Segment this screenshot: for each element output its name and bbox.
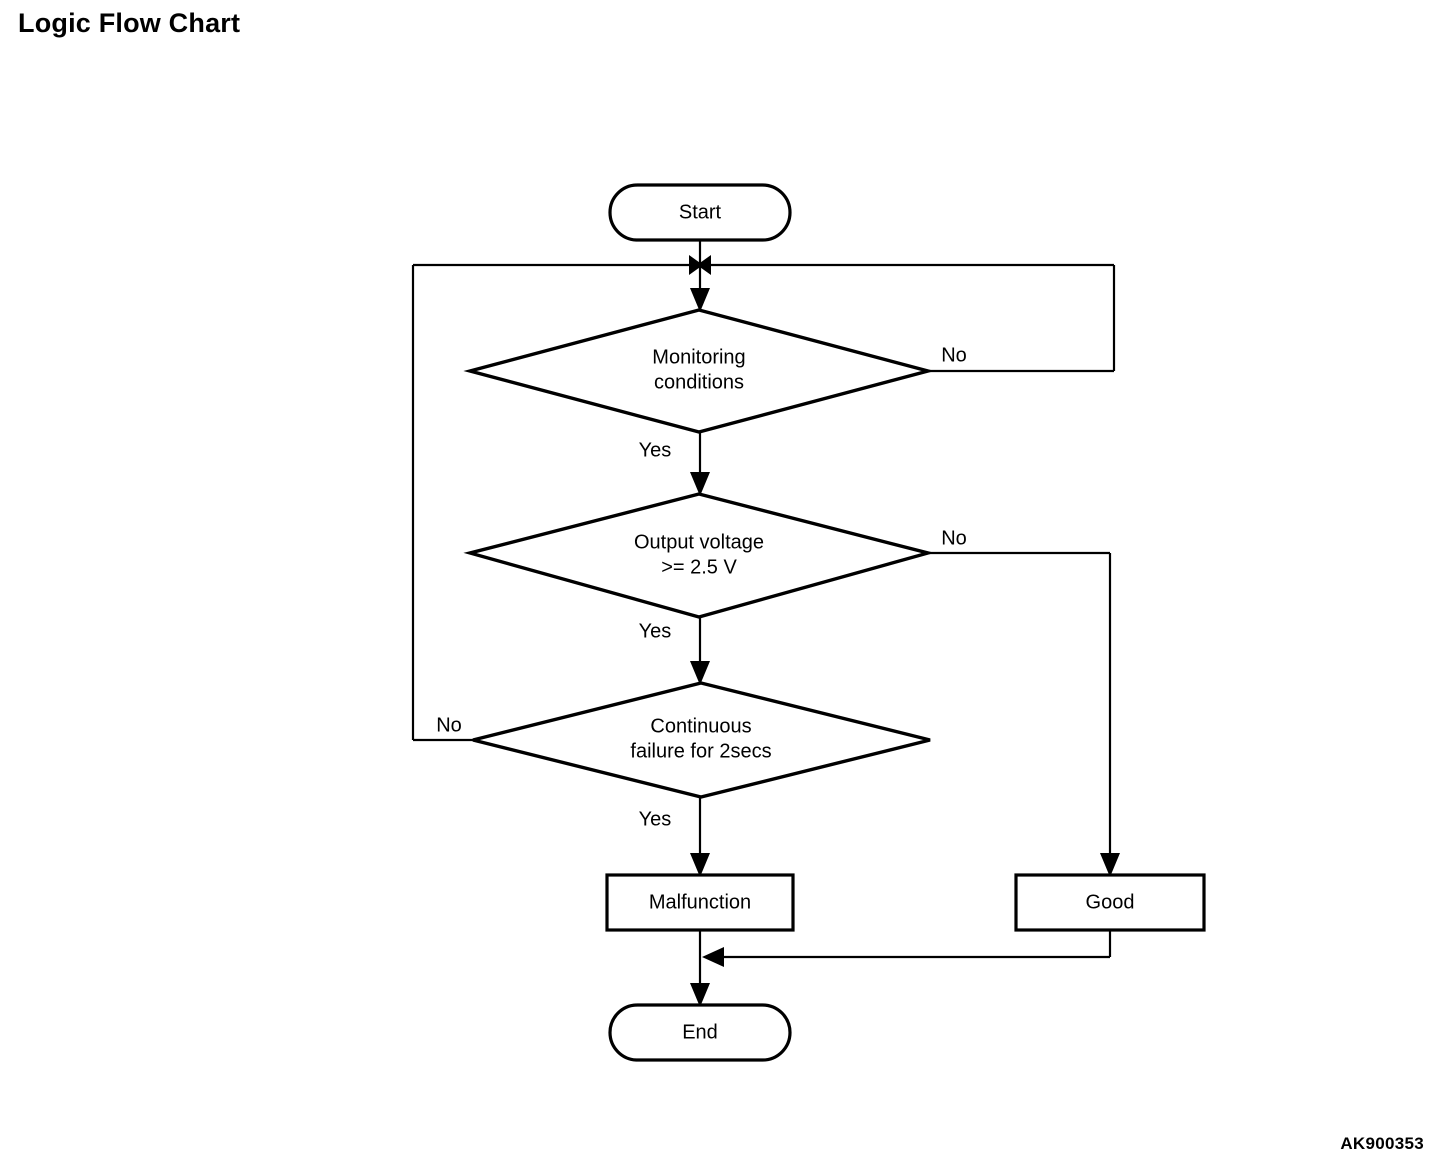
node-voltage-label-line1: Output voltage: [634, 531, 764, 553]
node-continuous-label-line2: failure for 2secs: [630, 740, 771, 762]
node-voltage-label-line2: >= 2.5 V: [661, 556, 737, 578]
arrowhead-into-voltage: [690, 472, 710, 496]
page-title: Logic Flow Chart: [18, 8, 241, 38]
node-continuous-label-line1: Continuous: [650, 715, 751, 737]
node-continuous-failure[interactable]: [472, 681, 931, 799]
node-good-label: Good: [1086, 891, 1135, 913]
node-end[interactable]: [608, 1003, 792, 1062]
branch-label-monitoring-no: No: [941, 344, 967, 366]
arrowhead-into-monitoring: [690, 288, 710, 312]
arrowhead-loop-right: [697, 255, 711, 275]
node-start[interactable]: [608, 183, 792, 242]
reference-code: AK900353: [1340, 1134, 1424, 1153]
node-good[interactable]: [1014, 873, 1206, 932]
branch-label-voltage-yes: Yes: [639, 620, 672, 642]
arrowhead-loop-left: [689, 255, 703, 275]
branch-label-voltage-no: No: [941, 527, 967, 549]
arrowhead-into-continuous: [690, 661, 710, 685]
branch-label-continuous-yes: Yes: [639, 808, 672, 830]
arrowhead-into-end: [690, 983, 710, 1007]
node-malfunction-label: Malfunction: [649, 891, 751, 913]
node-start-label: Start: [679, 201, 722, 223]
arrowhead-into-malfunction: [690, 853, 710, 877]
branch-label-continuous-no: No: [436, 714, 462, 736]
branch-label-monitoring-yes: Yes: [639, 439, 672, 461]
node-monitoring-label-line2: conditions: [654, 371, 744, 393]
node-monitoring-conditions[interactable]: [463, 308, 935, 434]
node-end-label: End: [682, 1021, 718, 1043]
arrowhead-into-good: [1100, 853, 1120, 877]
node-malfunction[interactable]: [605, 873, 795, 932]
node-monitoring-label-line1: Monitoring: [652, 346, 745, 368]
node-output-voltage[interactable]: [463, 492, 935, 619]
arrowhead-good-merge: [702, 947, 724, 967]
